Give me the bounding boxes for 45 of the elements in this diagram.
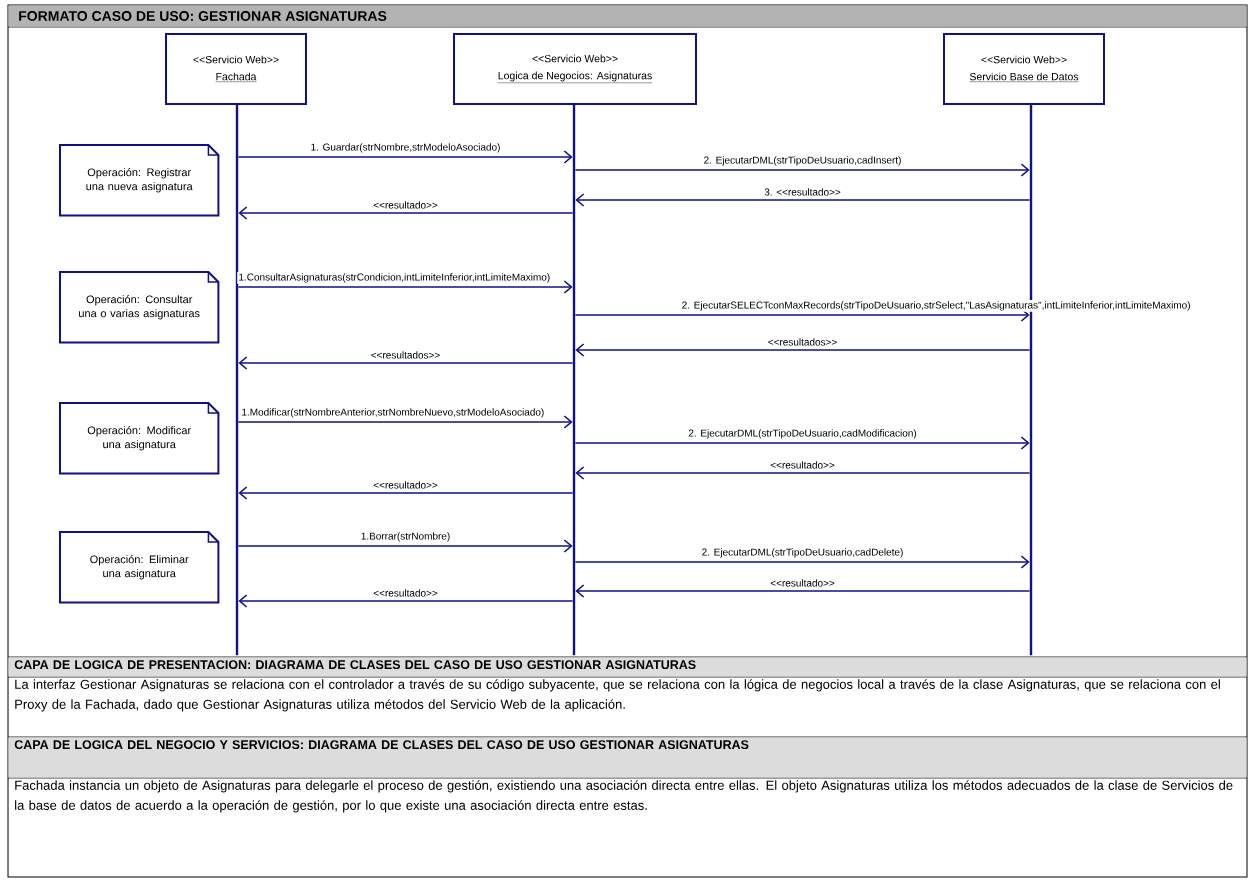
edge-label: <<resultados>> bbox=[369, 350, 442, 360]
edge-label: 1.Borrar(strNombre) bbox=[359, 531, 452, 543]
edge-label: <<resultados>> bbox=[766, 337, 839, 347]
message-arrow bbox=[575, 466, 1031, 480]
lifeline-box: <<Servicio Web>> Fachada bbox=[165, 33, 307, 105]
message-arrow bbox=[238, 594, 574, 608]
lifeline-box: <<Servicio Web>> Servicio Base de Datos bbox=[943, 33, 1105, 105]
section-header: CAPA DE LOGICA DEL NEGOCIO Y SERVICIOS: DIAGRAMA DE CLASES DEL CASO DE USO GESTIONAR ASIGNATURAS bbox=[8, 737, 1247, 778]
lifeline-box: <<Servicio Web>> Logica de Negocios: Asignaturas bbox=[453, 33, 697, 105]
edge-label: <<resultado>> bbox=[372, 588, 439, 598]
edge-label: 1.ConsultarAsignaturas(strCondicion,intLimiteInferior,intLimiteMaximo) bbox=[237, 272, 552, 284]
edge-label: 2. EjecutarDML(strTipoDeUsuario,cadInsert) bbox=[702, 155, 903, 167]
edge-label: <<resultado>> bbox=[372, 200, 439, 210]
note-box: Operación: Eliminar una asignatura bbox=[59, 531, 220, 604]
message-arrow bbox=[574, 163, 1030, 177]
message-arrow bbox=[574, 555, 1030, 569]
edge-label: 2. EjecutarDML(strTipoDeUsuario,cadDelete) bbox=[700, 547, 905, 559]
edge-label: 2. EjecutarDML(strTipoDeUsuario,cadModificacion) bbox=[687, 428, 918, 440]
description-text: Fachada instancia un objeto de Asignaturas para delegarle el proceso de gestión, existiendo una asociación directa entre ellas. El objeto Asignaturas utiliza los métodos adecuados de la clase de Servicios de la base de datos de acuerdo a la operación de gestión, por lo que existe una asociación directa entre estas. bbox=[15, 780, 1233, 813]
edge-label: <<resultado>> bbox=[769, 460, 836, 470]
lifeline bbox=[572, 103, 576, 656]
message-arrow bbox=[574, 436, 1030, 450]
edge-label: 3. <<resultado>> bbox=[763, 187, 842, 197]
edge-label: <<resultado>> bbox=[372, 480, 439, 490]
edge-label: 2. EjecutarSELECTconMaxRecords(strTipoDeUsuario,strSelect,"LasAsignaturas",intLimiteInferior,intLimiteMaximo) bbox=[680, 300, 1192, 312]
message-arrow bbox=[237, 280, 573, 294]
message-arrow bbox=[238, 486, 574, 500]
note-box: Operación: Consultar una o varias asignaturas bbox=[59, 271, 220, 344]
note-box: Operación: Modificar una asignatura bbox=[59, 402, 220, 475]
message-arrow bbox=[238, 206, 574, 220]
message-arrow bbox=[237, 539, 573, 553]
message-arrow bbox=[575, 343, 1031, 357]
message-arrow bbox=[238, 356, 574, 370]
edge-label: 1.Modificar(strNombreAnterior,strNombreNuevo,strModeloAsociado) bbox=[240, 407, 546, 419]
edge-label: <<resultado>> bbox=[769, 578, 836, 588]
note-box: Operación: Registrar una nueva asignatura bbox=[59, 144, 220, 217]
section-header: CAPA DE LOGICA DE PRESENTACION: DIAGRAMA DE CLASES DEL CASO DE USO GESTIONAR ASIGNATURAS bbox=[8, 657, 1247, 677]
message-arrow bbox=[237, 150, 573, 164]
message-arrow bbox=[575, 584, 1031, 598]
title-band: FORMATO CASO DE USO: GESTIONAR ASIGNATURAS bbox=[8, 5, 1247, 27]
edge-label: 1. Guardar(strNombre,strModeloAsociado) bbox=[309, 142, 502, 154]
message-arrow bbox=[237, 415, 573, 429]
message-arrow bbox=[575, 193, 1031, 207]
lifeline bbox=[235, 103, 239, 656]
description-text: La interfaz Gestionar Asignaturas se relaciona con el controlador a través de su código subyacente, que se relaciona con la lógica de negocios local a través de la clase Asignaturas, que se relaciona con el Proxy de la Fachada, dado que Gestionar Asignaturas utiliza métodos del Servicio Web de la aplicación. bbox=[15, 679, 1220, 712]
